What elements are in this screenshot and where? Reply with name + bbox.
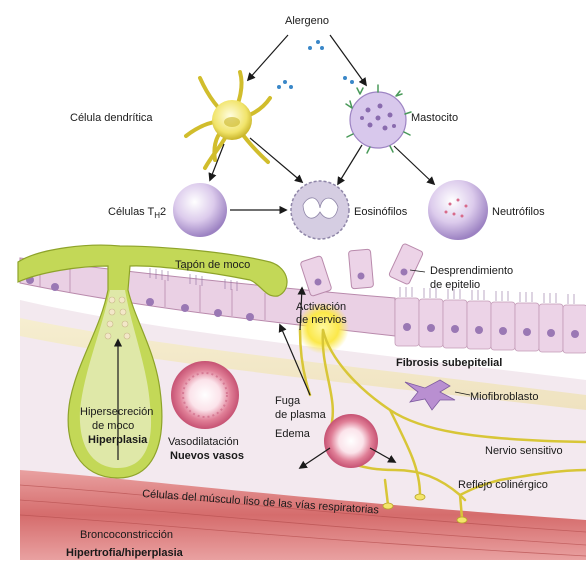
muscle-striations xyxy=(19,484,586,557)
submucosa-layer xyxy=(20,300,586,540)
mast-cell xyxy=(345,84,412,154)
mucus-gland-core xyxy=(79,290,152,468)
label-fibrosis: Fibrosis subepitelial xyxy=(396,357,502,369)
label-activacion-2: de nervios xyxy=(296,314,347,326)
label-nervio-sensitivo: Nervio sensitivo xyxy=(485,445,563,457)
label-edema: Edema xyxy=(275,428,311,440)
label-celulas-th2-sub: H xyxy=(154,211,160,220)
label-celulas-th2-main: Células T xyxy=(108,206,155,218)
label-fuga-1: Fuga xyxy=(275,395,301,407)
eosinophil-cell xyxy=(290,180,350,240)
label-vasodilatacion: Vasodilatación xyxy=(168,436,239,448)
label-celulas-th2: Células TH2 xyxy=(108,206,166,220)
label-fuga-2: de plasma xyxy=(275,409,327,421)
label-broncoconstriccion: Broncoconstricción xyxy=(80,529,173,541)
th2-cell xyxy=(173,183,227,237)
detached-epithelial-cells xyxy=(300,243,424,297)
label-hipersecrecion-2: de moco xyxy=(92,420,134,432)
leader-lines xyxy=(409,269,471,396)
label-nuevos-vasos: Nuevos vasos xyxy=(170,450,244,462)
label-hipertrofia: Hipertrofia/hiperplasia xyxy=(66,547,184,559)
nerve-activation-flare xyxy=(297,302,349,354)
label-mastocito: Mastocito xyxy=(411,112,458,124)
label-desprendimiento-2: de epitelio xyxy=(430,279,480,291)
myofibroblast-cell xyxy=(404,379,456,411)
label-tapon-de-moco: Tapón de moco xyxy=(175,259,250,271)
allergen-particles xyxy=(277,40,354,89)
label-hiperplasia: Hiperplasia xyxy=(88,434,148,446)
label-miofibroblasto: Miofibroblasto xyxy=(470,391,538,403)
dilated-vessel-inner xyxy=(182,372,228,418)
label-celulas-th2-suffix: 2 xyxy=(160,206,166,218)
label-activacion-1: Activación xyxy=(296,301,346,313)
dendritic-cell xyxy=(184,70,272,170)
smooth-muscle-layer xyxy=(20,470,586,560)
nerve-endings xyxy=(382,493,468,524)
pathway-arrows xyxy=(113,34,436,469)
cilia xyxy=(149,268,575,304)
gland-lining-cells xyxy=(104,296,131,340)
leaking-vessel xyxy=(324,414,378,468)
dilated-vessel xyxy=(171,361,239,429)
label-alergeno: Alergeno xyxy=(285,15,329,27)
label-eosinofilos: Eosinófilos xyxy=(354,206,408,218)
label-neutrofilos: Neutrófilos xyxy=(492,206,545,218)
label-celula-dendritica: Célula dendrítica xyxy=(70,112,153,124)
detached-cell-nuclei xyxy=(314,268,408,286)
label-hipersecrecion-1: Hipersecreción xyxy=(80,406,153,418)
label-desprendimiento-1: Desprendimiento xyxy=(430,265,513,277)
label-reflejo-colinergico: Reflejo colinérgico xyxy=(458,479,548,491)
neutrophil-cell xyxy=(428,180,488,240)
